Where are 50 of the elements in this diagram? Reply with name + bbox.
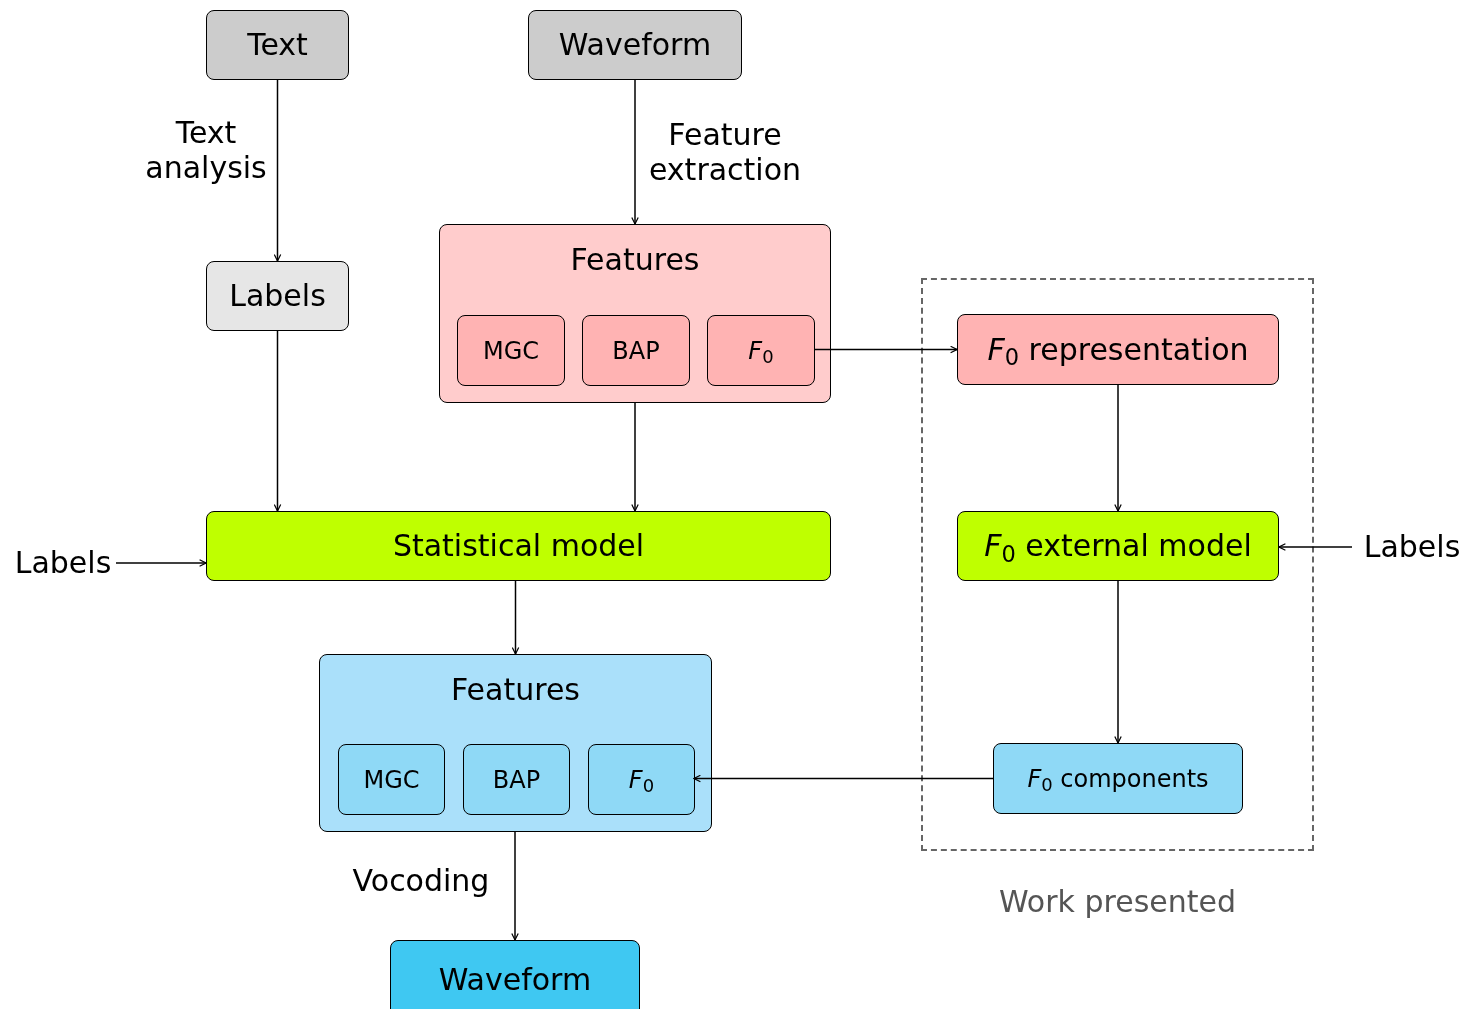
arrow (511, 831, 519, 941)
process-box (206, 261, 349, 331)
node-label: BAP (612, 335, 660, 366)
process-box (528, 10, 742, 80)
arrow (511, 580, 520, 655)
process-box (957, 314, 1279, 385)
feature-box (338, 744, 445, 815)
feature-box (463, 744, 570, 815)
node-label: Work presented (998, 882, 1236, 920)
arrow (1114, 580, 1122, 744)
node-label: Waveform (438, 961, 592, 999)
node-label: Waveform (558, 26, 712, 64)
node-label: F$_{0}$ representation (987, 330, 1249, 369)
node-label: F$_{0}$ external model (984, 527, 1252, 565)
arrow (813, 345, 958, 354)
model-box (206, 511, 831, 581)
model-box (957, 511, 1279, 581)
edge-label: Text analysis (144, 116, 268, 185)
arrow (1114, 384, 1122, 512)
feature-box (457, 315, 565, 386)
process-box (206, 10, 349, 80)
node-label: BAP (492, 764, 541, 795)
node-label: MGC (482, 335, 540, 366)
arrow (693, 774, 994, 783)
process-box (390, 940, 640, 1009)
feature-box (588, 744, 695, 815)
arrow (1278, 543, 1353, 551)
feature-box (582, 315, 690, 386)
arrow (631, 402, 639, 512)
node-label: F$_{0}$ (748, 335, 774, 366)
edge-label: Feature extraction (647, 118, 803, 187)
arrow (115, 559, 207, 567)
arrow (273, 79, 282, 262)
group-box (439, 224, 831, 403)
feature-box (707, 315, 815, 386)
arrow (273, 330, 282, 512)
node-label: Features (570, 241, 700, 279)
node-label: MGC (363, 764, 420, 795)
node-label: Labels (1363, 528, 1461, 566)
node-label: F$_{0}$ components (1027, 763, 1209, 794)
group-box (319, 654, 712, 832)
node-label: Labels (229, 277, 326, 315)
node-label: F$_{0}$ (628, 764, 655, 795)
node-label: Features (451, 671, 580, 709)
node-label: Statistical model (392, 527, 645, 565)
edge-label: Vocoding (351, 864, 491, 899)
arrow (631, 79, 639, 225)
process-box (993, 743, 1243, 814)
node-label: Labels (14, 544, 112, 582)
node-label: Text (247, 26, 308, 64)
